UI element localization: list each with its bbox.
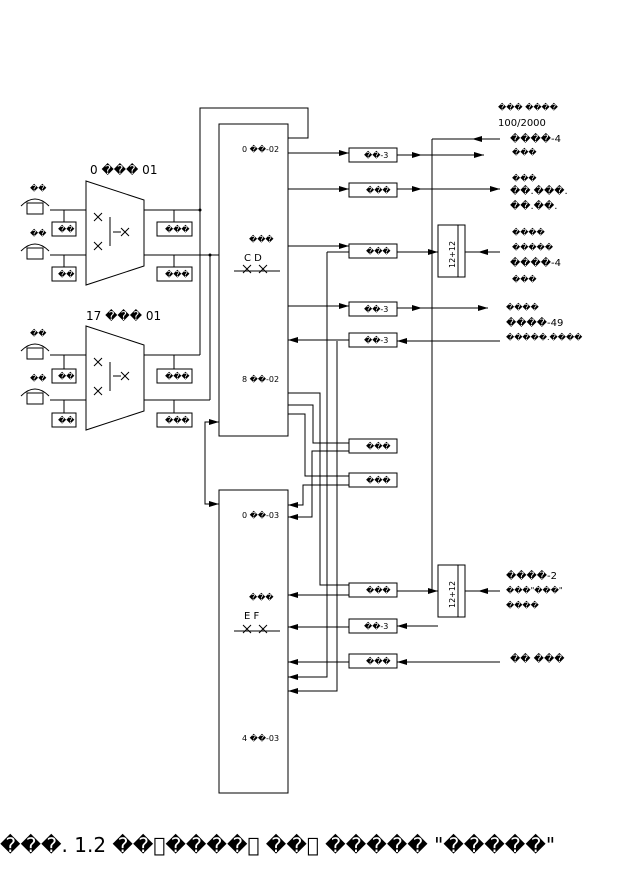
module-block bbox=[348, 301, 398, 317]
label-r1: ����-4 bbox=[510, 132, 561, 145]
line-unit-label: �� bbox=[58, 224, 75, 234]
label-r8: ����-4 bbox=[510, 256, 561, 269]
trunk-unit-label: ��� bbox=[165, 224, 190, 234]
module-block bbox=[348, 438, 398, 454]
module-label: ��-3 bbox=[364, 621, 388, 631]
label-r4: ��.���. bbox=[510, 184, 568, 197]
label-r9: ��� bbox=[512, 274, 537, 284]
trunk-unit-label: ��� bbox=[165, 371, 190, 381]
label-r7: ����� bbox=[512, 242, 554, 252]
label-r13: ����-2 bbox=[506, 569, 557, 582]
line-unit-block bbox=[51, 368, 77, 384]
cabinet-bottom-label-cross: E F bbox=[244, 611, 259, 622]
figure-caption: ���. 1.2 �� ����  ��  ����� "�����" bbox=[0, 833, 555, 857]
module-label: ��� bbox=[366, 656, 391, 666]
line-unit-block bbox=[51, 266, 77, 282]
module-label: ��� bbox=[366, 246, 391, 256]
mux-label: 12+12 bbox=[448, 241, 457, 268]
cabinet-bottom-label-top: 0 ��-03 bbox=[242, 510, 279, 520]
label-r11: ����-49 bbox=[506, 316, 563, 329]
label-r6: ���� bbox=[512, 227, 546, 237]
multiplexer-block bbox=[437, 224, 466, 278]
line-unit-label: �� bbox=[58, 415, 75, 425]
trunk-unit-block bbox=[156, 266, 193, 282]
line-unit-block bbox=[51, 221, 77, 237]
trunk-unit-block bbox=[156, 368, 193, 384]
phone-label: �� bbox=[30, 328, 47, 338]
label-r2: ��� bbox=[512, 147, 537, 157]
concentrator-stage-top bbox=[85, 180, 145, 286]
cross-switch-icon bbox=[93, 212, 130, 396]
stage-bottom-label: 17 ��� 01 bbox=[86, 309, 161, 323]
label-r15: ���� bbox=[506, 600, 540, 610]
concentrator-stage-bottom bbox=[85, 325, 145, 431]
trunk-unit-label: ��� bbox=[165, 415, 190, 425]
phone-label: �� bbox=[30, 228, 47, 238]
module-label: ��-3 bbox=[364, 304, 388, 314]
telephone-icon bbox=[20, 198, 50, 215]
switch-cabinet-top bbox=[218, 123, 289, 437]
label-r12: �����.���� bbox=[506, 332, 583, 342]
phone-label: �� bbox=[30, 373, 47, 383]
module-label: ��-3 bbox=[364, 150, 388, 160]
cabinet-bottom-label-mid: ��� bbox=[249, 592, 274, 602]
label-header-1: ��� ���� bbox=[498, 102, 559, 112]
cross-switch-icon bbox=[234, 624, 280, 634]
switch-cabinet-bottom bbox=[218, 489, 289, 794]
telephone-icon bbox=[20, 243, 50, 260]
module-label: ��� bbox=[366, 585, 391, 595]
telephone-icon bbox=[20, 388, 50, 405]
multiplexer-block bbox=[437, 564, 466, 618]
cabinet-top-label-bottom: 8 ��-02 bbox=[242, 374, 279, 384]
trunk-unit-block bbox=[156, 412, 193, 428]
cabinet-top-label-mid: ��� bbox=[249, 234, 274, 244]
label-r14: ���"���" bbox=[506, 585, 563, 595]
module-block bbox=[348, 182, 398, 198]
label-r10: ���� bbox=[506, 302, 540, 312]
cabinet-top-label-cross: C D bbox=[244, 253, 262, 264]
line-unit-block bbox=[51, 412, 77, 428]
line-unit-label: �� bbox=[58, 371, 75, 381]
module-label: ��� bbox=[366, 475, 391, 485]
mux-label: 12+12 bbox=[448, 581, 457, 608]
cross-switch-icon bbox=[234, 264, 280, 274]
module-block bbox=[348, 243, 398, 259]
telephone-icon bbox=[20, 343, 50, 360]
line-unit-label: �� bbox=[58, 269, 75, 279]
label-header-2: 100/2000 bbox=[498, 118, 546, 129]
label-r16: �� ��� bbox=[510, 652, 565, 665]
module-label: ��-3 bbox=[364, 335, 388, 345]
cabinet-top-label-top: 0 ��-02 bbox=[242, 144, 279, 154]
label-r3: ��� bbox=[512, 173, 537, 183]
module-label: ��� bbox=[366, 441, 391, 451]
module-label: ��� bbox=[366, 185, 391, 195]
label-r5: ��.��. bbox=[510, 199, 557, 212]
stage-top-label: 0 ��� 01 bbox=[90, 163, 157, 177]
module-block bbox=[348, 582, 398, 598]
module-block bbox=[348, 472, 398, 488]
trunk-unit-block bbox=[156, 221, 193, 237]
trunk-unit-label: ��� bbox=[165, 269, 190, 279]
phone-label: �� bbox=[30, 183, 47, 193]
cabinet-bottom-label-bottom: 4 ��-03 bbox=[242, 733, 279, 743]
